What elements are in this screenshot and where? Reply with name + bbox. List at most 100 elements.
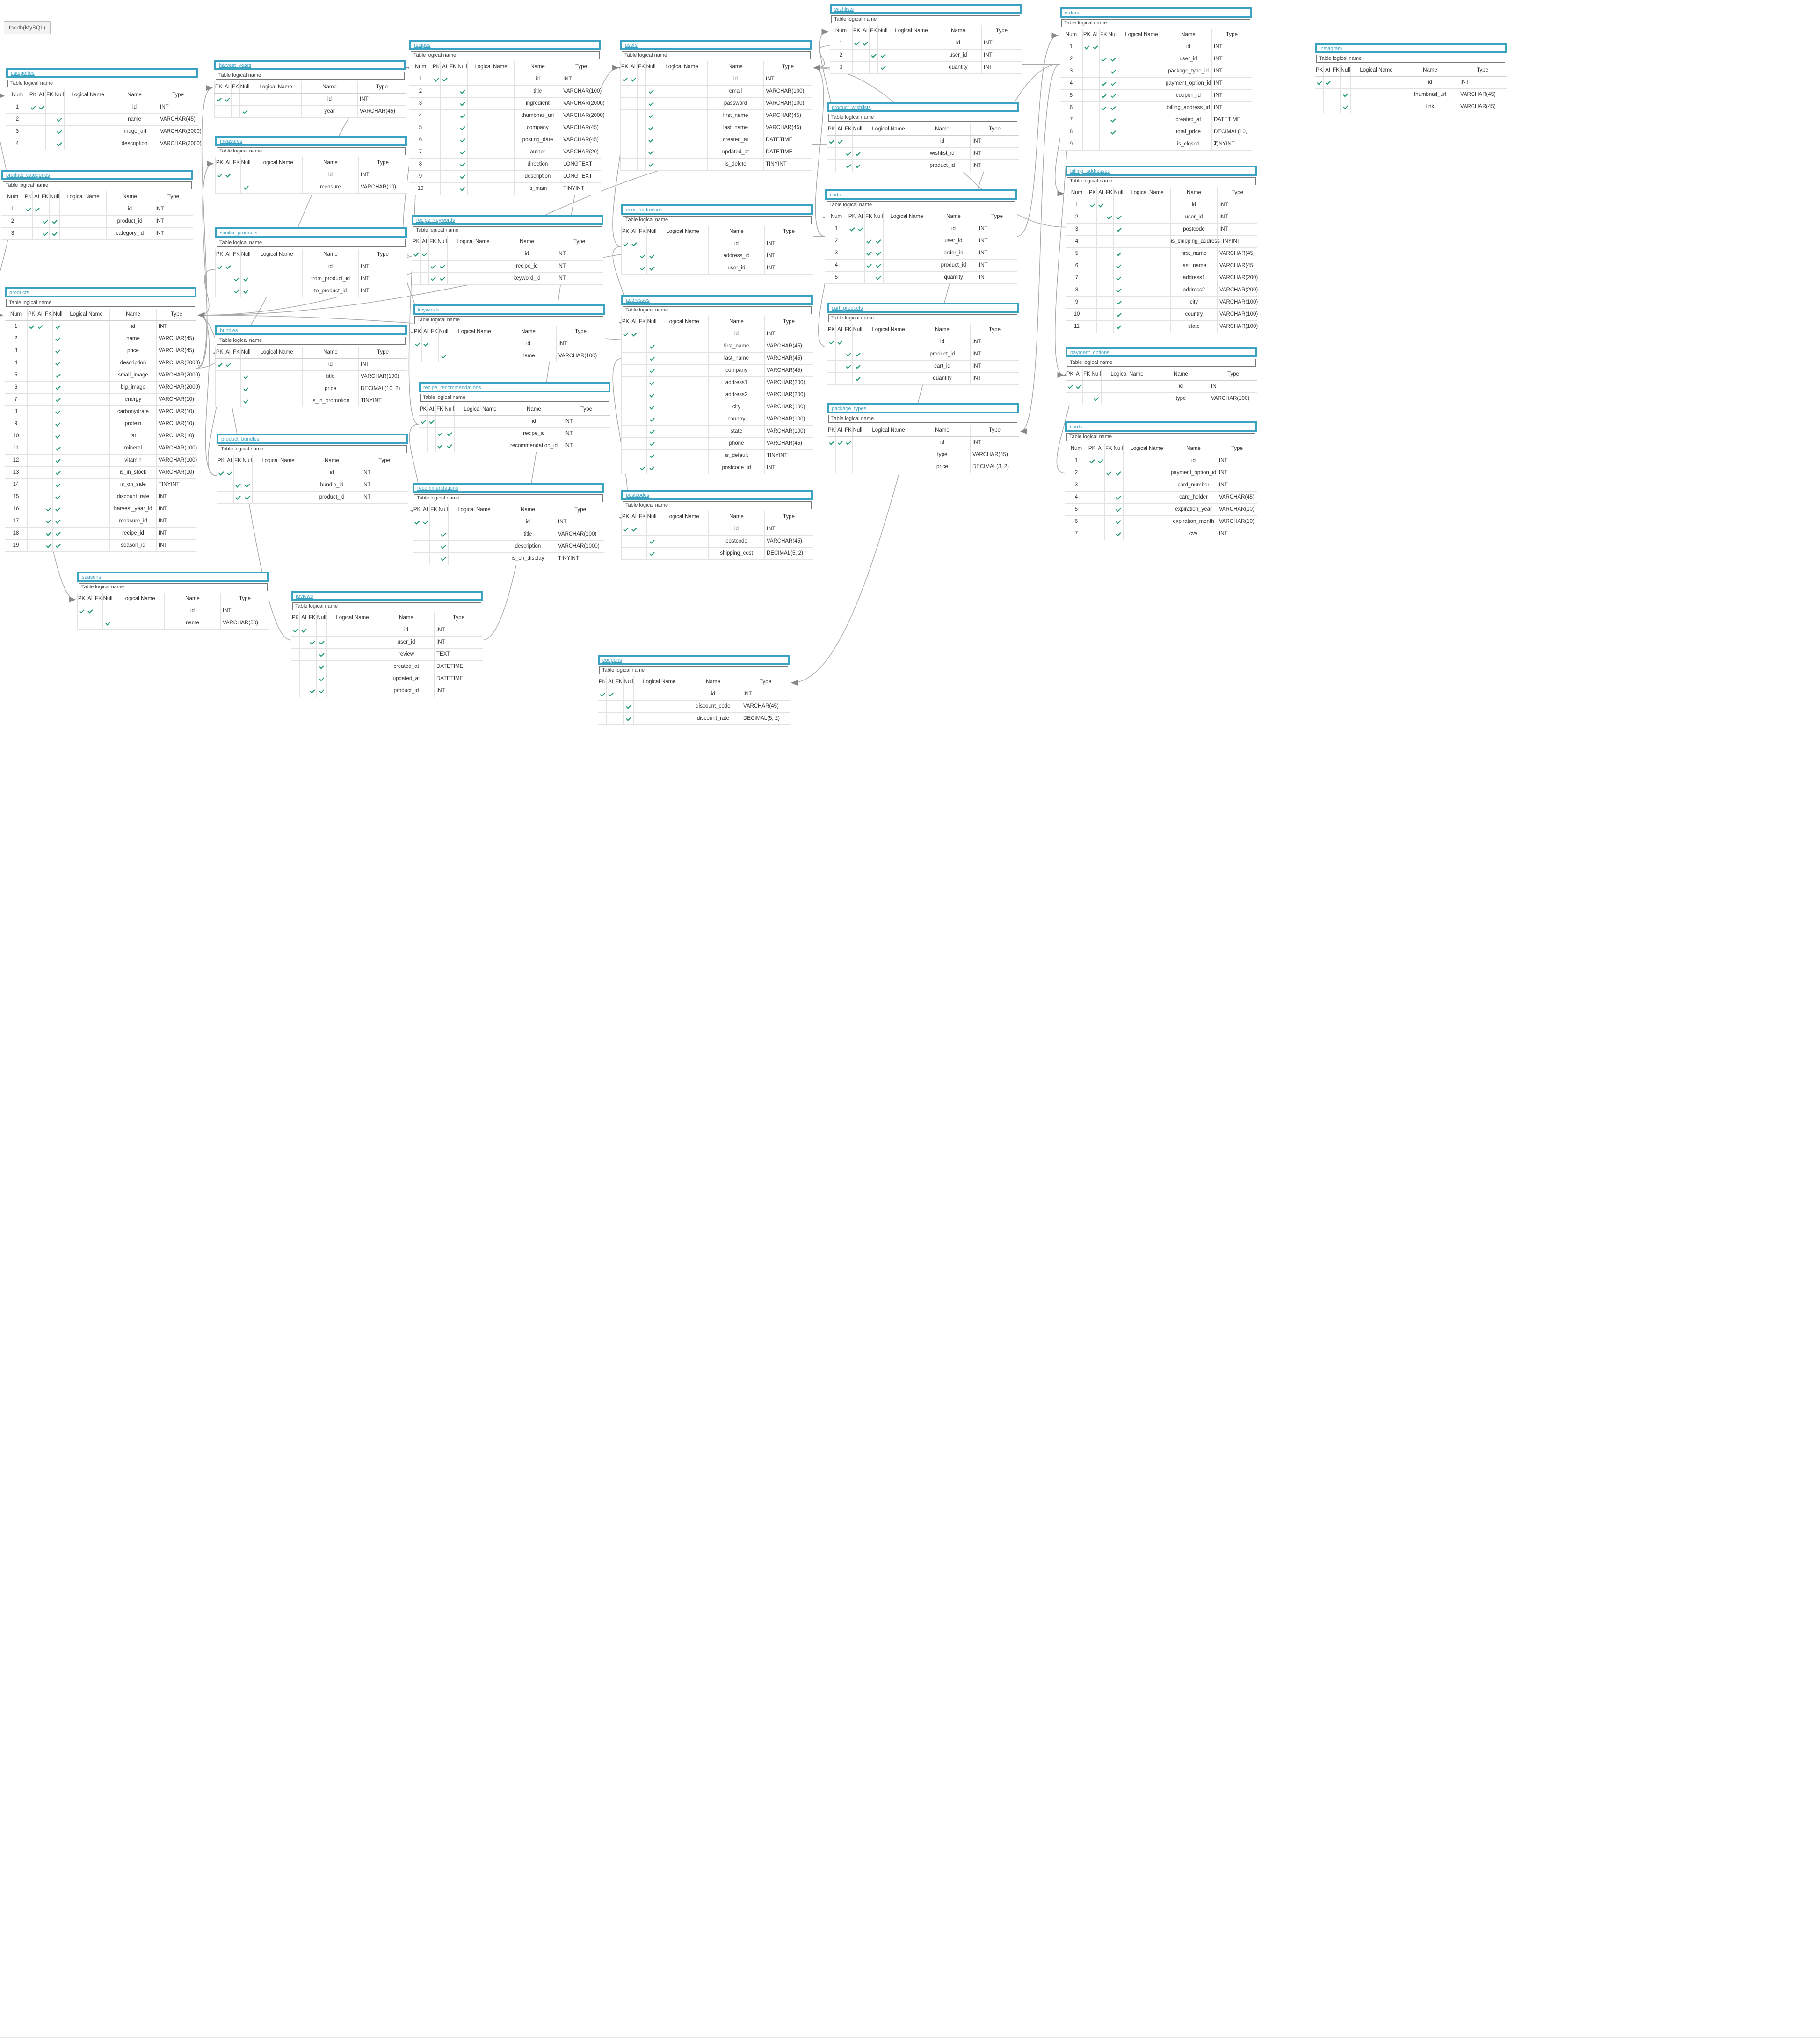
flag-pk[interactable] [29,101,37,113]
flag-fk[interactable] [1332,101,1340,113]
flag-pk[interactable] [1088,211,1096,223]
column-name[interactable]: id [514,73,561,85]
column-logical-name[interactable] [449,338,500,350]
flag-pk[interactable] [217,492,225,503]
flag-ai[interactable] [299,624,308,636]
flag-ai[interactable] [37,138,45,150]
flag-ai[interactable] [299,649,308,660]
flag-ai[interactable] [629,134,637,146]
flag-nl[interactable] [52,430,63,442]
flag-pk[interactable] [27,479,36,491]
flag-fk[interactable] [45,101,54,113]
column-logical-name[interactable] [657,450,708,462]
column-name[interactable]: ingredient [514,98,561,109]
column-type[interactable]: INT [970,373,1019,384]
column-logical-name[interactable] [1124,272,1170,284]
flag-pk[interactable] [412,261,420,272]
column-name[interactable]: product_id [930,260,977,271]
flag-nl[interactable] [54,126,64,138]
column-name[interactable]: recipe_id [109,528,156,539]
table-logical-name-field[interactable]: Table logical name [6,299,195,307]
flag-fk[interactable] [1105,297,1113,308]
column-type[interactable]: VARCHAR(2000) [156,369,200,381]
flag-ai[interactable] [1096,455,1104,467]
flag-fk[interactable] [864,247,873,259]
column-name[interactable]: is_delete [707,159,763,170]
column-name[interactable]: energy [109,394,156,405]
flag-pk[interactable] [827,336,835,348]
table-title-bar[interactable]: wishlists [830,4,1022,14]
column-type[interactable]: VARCHAR(2000) [561,98,605,109]
flag-pk[interactable] [413,516,421,528]
flag-ai[interactable] [1074,393,1082,405]
flag-ai[interactable] [856,223,864,235]
flag-nl[interactable] [52,418,63,430]
flag-pk[interactable] [848,247,856,259]
column-logical-name[interactable] [1124,211,1170,223]
column-logical-name[interactable] [863,373,914,384]
column-logical-name[interactable] [1101,393,1153,405]
column-name[interactable]: link [1402,101,1458,113]
flag-pk[interactable] [27,394,36,405]
column-type[interactable]: INT [977,272,1017,283]
flag-fk[interactable] [308,673,316,685]
column-type[interactable]: LONGTEXT [561,159,601,170]
column-type[interactable]: DATETIME [434,661,483,673]
column-name[interactable]: id [111,101,158,113]
flag-nl[interactable] [438,541,448,552]
table-logical-name-field[interactable]: Table logical name [828,314,1017,322]
table-name[interactable]: carts [830,192,841,198]
column-type[interactable]: VARCHAR(100) [1209,393,1257,405]
flag-fk[interactable] [638,262,646,274]
column-type[interactable]: INT [561,73,601,85]
column-logical-name[interactable] [454,428,506,440]
column-name[interactable]: description [109,357,156,369]
column-name[interactable]: expiration_month [1170,516,1217,528]
flag-ai[interactable] [630,413,638,425]
flag-fk[interactable] [1099,138,1108,150]
column-logical-name[interactable] [448,528,500,540]
flag-pk[interactable] [432,183,440,195]
flag-ai[interactable] [1096,224,1105,235]
flag-nl[interactable] [316,637,326,648]
flag-fk[interactable] [232,359,240,370]
table-title-bar[interactable]: reviews [291,591,483,601]
column-type[interactable]: VARCHAR(50) [220,617,269,629]
flag-pk[interactable] [413,528,421,540]
flag-nl[interactable] [646,238,657,250]
flag-ai[interactable] [32,203,41,215]
column-type[interactable]: INT [556,338,605,350]
table-logical-name-field[interactable]: Table logical name [623,306,812,314]
flag-nl[interactable] [239,106,250,117]
column-logical-name[interactable] [63,418,109,430]
flag-fk[interactable] [44,418,52,430]
flag-pk[interactable] [432,146,440,158]
column-logical-name[interactable] [63,406,109,418]
flag-fk[interactable] [637,159,645,170]
flag-nl[interactable] [52,503,63,515]
column-logical-name[interactable] [1124,260,1170,272]
column-logical-name[interactable] [63,528,109,539]
column-name[interactable]: last_name [708,353,764,364]
column-logical-name[interactable] [1350,89,1402,101]
column-name[interactable]: is_on_display [500,553,556,565]
flag-ai[interactable] [36,503,44,515]
column-name[interactable]: vitamin [109,455,156,466]
column-logical-name[interactable] [883,260,930,271]
flag-fk[interactable] [864,260,873,271]
flag-fk[interactable] [1332,77,1340,88]
flag-pk[interactable] [419,428,427,440]
column-logical-name[interactable] [251,181,302,193]
flag-pk[interactable] [1088,504,1096,515]
flag-pk[interactable] [621,438,630,449]
flag-pk[interactable] [1088,516,1096,528]
column-name[interactable]: id [500,338,556,350]
